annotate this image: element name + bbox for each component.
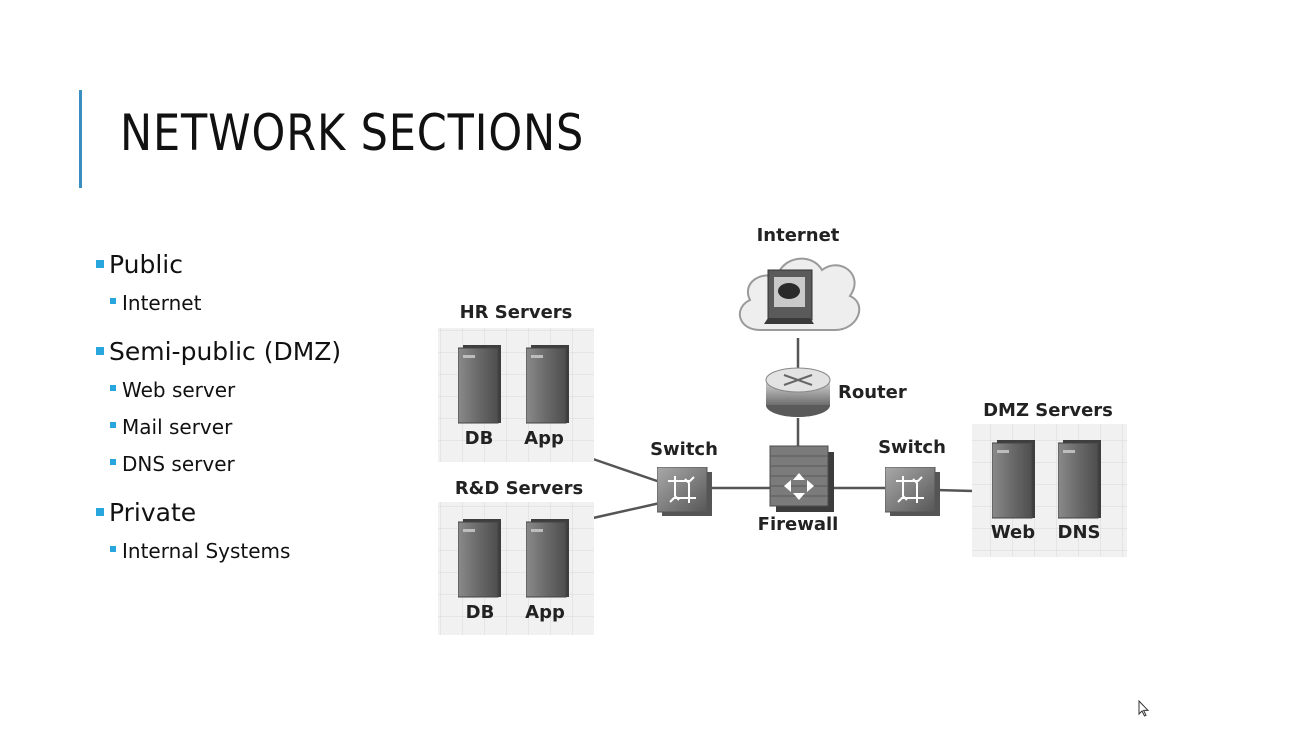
sub-bullet-label: Internal Systems <box>122 539 291 563</box>
sub-bullet-web-server: Web server <box>95 373 415 410</box>
server-icon <box>526 345 570 424</box>
bullet-marker <box>96 260 104 268</box>
bullet-marker <box>110 459 116 465</box>
bullet-marker <box>110 546 116 552</box>
sub-bullet-mail-server: Mail server <box>95 410 415 447</box>
firewall-label: Firewall <box>758 514 839 535</box>
rd-servers-title: R&D Servers <box>455 478 583 499</box>
bullet-label: Semi-public (DMZ) <box>109 337 342 366</box>
bullet-public: Public <box>95 248 415 286</box>
server-icon <box>458 345 502 424</box>
sub-bullet-dns-server: DNS server <box>95 447 415 484</box>
switch-right-label: Switch <box>878 437 946 458</box>
router: Router <box>765 367 907 417</box>
bullet-semi-public: Semi-public (DMZ) <box>95 335 415 373</box>
bullet-marker <box>110 385 116 391</box>
server-label: App <box>525 602 565 623</box>
server-label: App <box>524 428 564 449</box>
server-icon <box>992 440 1036 519</box>
server-label: DB <box>466 602 495 623</box>
switch-left-label: Switch <box>650 439 718 460</box>
sub-bullet-label: Mail server <box>122 415 233 439</box>
slide-title: NETWORK SECTIONS <box>120 104 585 162</box>
bullet-marker <box>96 508 104 516</box>
switch-right: Switch <box>878 437 946 517</box>
firewall: Firewall <box>758 445 839 535</box>
title-accent-bar <box>79 90 82 188</box>
server-label: DNS <box>1058 522 1101 543</box>
hr-servers-group: HR Servers DB App <box>438 302 594 462</box>
hr-servers-title: HR Servers <box>460 302 573 323</box>
router-label: Router <box>838 382 907 403</box>
bullet-marker <box>96 347 104 355</box>
sub-bullet-label: Internet <box>122 291 202 315</box>
bullet-marker <box>110 298 116 304</box>
server-icon <box>1058 440 1102 519</box>
switch-icon <box>657 467 713 517</box>
bullet-list: Public Internet Semi-public (DMZ) Web se… <box>95 248 415 571</box>
internet-label: Internet <box>757 225 840 246</box>
bullet-label: Private <box>109 498 197 527</box>
dmz-servers-group: DMZ Servers Web DNS <box>972 400 1127 557</box>
sub-bullet-internal-systems: Internal Systems <box>95 534 415 571</box>
sub-bullet-label: Web server <box>122 378 236 402</box>
router-icon <box>765 367 831 417</box>
bullet-marker <box>110 422 116 428</box>
server-label: Web <box>991 522 1035 543</box>
connection-lines <box>592 338 974 520</box>
internet-cloud: Internet <box>738 225 861 331</box>
cloud-icon <box>738 257 861 331</box>
sub-bullet-label: DNS server <box>122 452 235 476</box>
server-icon <box>458 519 502 598</box>
bullet-private: Private <box>95 496 415 534</box>
server-icon <box>526 519 570 598</box>
server-label: DB <box>465 428 494 449</box>
rd-servers-group: R&D Servers DB App <box>438 478 594 635</box>
firewall-icon <box>769 445 834 512</box>
mouse-pointer-icon <box>1138 700 1150 717</box>
switch-icon <box>885 467 941 517</box>
bullet-label: Public <box>109 250 183 279</box>
sub-bullet-internet: Internet <box>95 286 415 323</box>
switch-left: Switch <box>650 439 718 517</box>
dmz-servers-title: DMZ Servers <box>983 400 1113 421</box>
